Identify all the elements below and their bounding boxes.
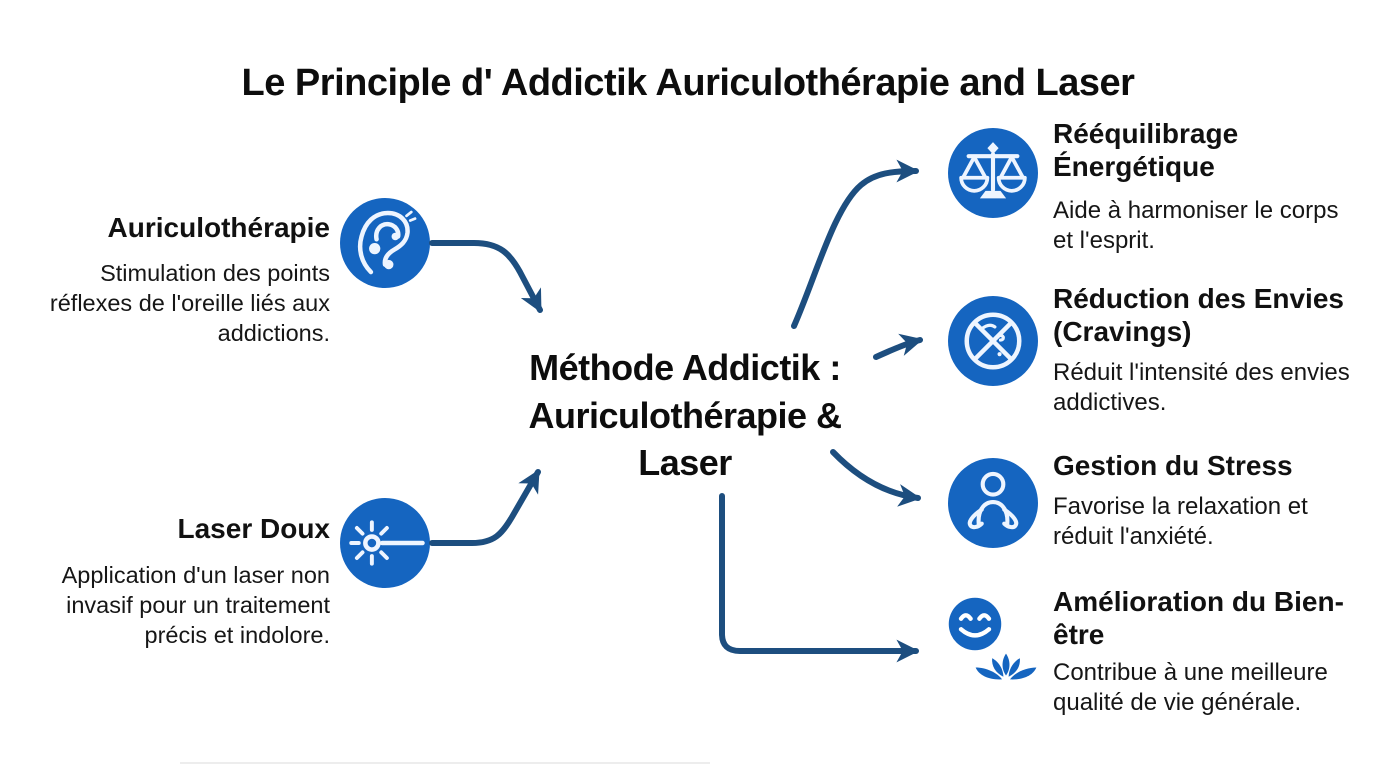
outcome-energy-title: Rééquilibrage Énergétique xyxy=(1053,118,1239,182)
balance-scale-glyph xyxy=(959,142,1027,199)
smiley-glyph xyxy=(948,597,1002,651)
lotus-glyph xyxy=(975,653,1037,680)
laser-icon xyxy=(340,498,430,588)
balance-scale-icon xyxy=(948,128,1038,218)
outcome-wellbeing-title: Amélioration du Bien-être xyxy=(1053,586,1344,650)
center-method-label: Méthode Addictik : Auriculothérapie & La… xyxy=(528,347,842,484)
arrow-center-to-cravings xyxy=(873,333,924,360)
arrow-center-to-energy xyxy=(791,159,920,329)
arrow-ear-to-center xyxy=(429,240,543,313)
outcome-energy-description: Aide à harmoniser le corps et l'esprit. xyxy=(1053,197,1339,255)
footer-divider xyxy=(180,762,710,764)
input-auriculotherapie-title: Auriculothérapie xyxy=(107,212,330,243)
input-laser-description: Application d'un laser non invasif pour … xyxy=(61,562,330,649)
outcome-cravings-description: Réduit l'intensité des envies addictives… xyxy=(1053,359,1350,417)
ear-icon xyxy=(340,198,430,288)
input-auriculotherapie-description: Stimulation des points réflexes de l'ore… xyxy=(49,260,330,347)
ear-icon-glyph xyxy=(357,210,417,275)
outcome-wellbeing-description: Contribue à une meilleure qualité de vie… xyxy=(1053,659,1328,717)
meditation-icon xyxy=(948,458,1038,548)
lotus-icon xyxy=(973,652,1039,687)
laser-icon-glyph xyxy=(349,520,425,566)
outcome-stress-title: Gestion du Stress xyxy=(1053,450,1293,481)
input-laser-title: Laser Doux xyxy=(177,513,331,544)
page-title: Le Principle d' Addictik Auriculothérapi… xyxy=(241,62,1135,104)
smiley-icon xyxy=(947,596,1003,652)
outcome-cravings-title: Réduction des Envies (Cravings) xyxy=(1053,283,1344,347)
outcome-stress-description: Favorise la relaxation et réduit l'anxié… xyxy=(1053,493,1308,551)
arrow-center-to-wellbeing xyxy=(719,493,920,663)
no-craving-glyph xyxy=(964,312,1022,370)
no-craving-icon xyxy=(948,296,1038,386)
meditation-glyph xyxy=(967,471,1019,530)
